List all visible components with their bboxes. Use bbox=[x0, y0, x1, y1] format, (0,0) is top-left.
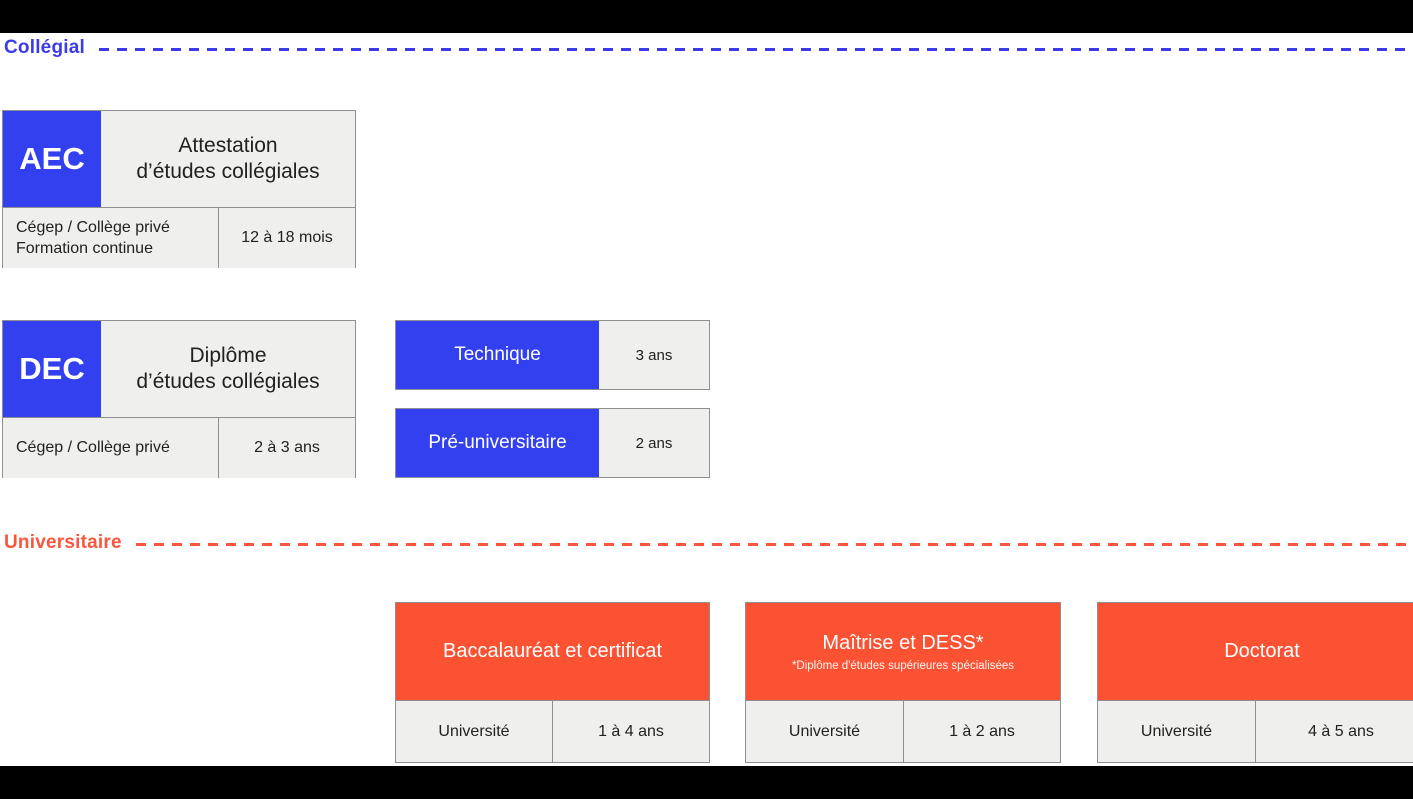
baccalaureat-institution-cell: Université bbox=[396, 701, 553, 762]
dec-title-line1: Diplôme bbox=[189, 343, 267, 367]
technique-duration: 3 ans bbox=[599, 321, 709, 389]
maitrise-title: Maîtrise et DESS* bbox=[822, 631, 984, 654]
dec-institution-line1: Cégep / Collège privé bbox=[16, 439, 170, 457]
card-doctorat: Doctorat Université 4 à 5 ans bbox=[1097, 602, 1413, 763]
aec-institution-line2: Formation continue bbox=[16, 240, 153, 257]
aec-title-line2: d’études collégiales bbox=[136, 160, 320, 183]
maitrise-subtitle: *Diplôme d'études supérieures spécialisé… bbox=[791, 659, 1015, 672]
doctorat-institution-cell: Université bbox=[1098, 701, 1256, 762]
doctorat-title: Doctorat bbox=[1224, 640, 1300, 662]
doctorat-footer: Université 4 à 5 ans bbox=[1098, 701, 1413, 762]
card-dec: DEC Diplôme d’études collégiales Cégep /… bbox=[2, 320, 356, 478]
aec-institution-cell: Cégep / Collège privé Formation continue bbox=[3, 208, 219, 268]
card-aec-header: AEC Attestation d’études collégiales bbox=[3, 111, 355, 208]
dec-institution-cell: Cégep / Collège privé bbox=[3, 418, 219, 478]
section-header-collegial: Collégial bbox=[4, 36, 1413, 60]
doctorat-header: Doctorat bbox=[1098, 603, 1413, 701]
aec-duration-cell: 12 à 18 mois bbox=[219, 208, 355, 268]
maitrise-header: Maîtrise et DESS* *Diplôme d'études supé… bbox=[746, 603, 1060, 701]
baccalaureat-title: Baccalauréat et certificat bbox=[443, 640, 662, 662]
universitaire-dashed-line bbox=[135, 542, 1413, 546]
baccalaureat-header: Baccalauréat et certificat bbox=[396, 603, 709, 701]
card-baccalaureat: Baccalauréat et certificat Université 1 … bbox=[395, 602, 710, 763]
card-technique: Technique 3 ans bbox=[395, 320, 710, 390]
baccalaureat-duration-cell: 1 à 4 ans bbox=[553, 701, 709, 762]
maitrise-footer: Université 1 à 2 ans bbox=[746, 701, 1060, 762]
aec-title: Attestation d’études collégiales bbox=[101, 111, 355, 207]
baccalaureat-footer: Université 1 à 4 ans bbox=[396, 701, 709, 762]
top-black-bar bbox=[0, 0, 1413, 33]
section-label-collegial: Collégial bbox=[4, 37, 85, 58]
technique-label: Technique bbox=[396, 321, 599, 389]
section-header-universitaire: Universitaire bbox=[4, 531, 1413, 555]
card-dec-header: DEC Diplôme d’études collégiales bbox=[3, 321, 355, 418]
aec-acronym-badge: AEC bbox=[3, 111, 101, 207]
aec-title-line1: Attestation bbox=[178, 133, 278, 157]
collegial-dashed-line bbox=[98, 47, 1413, 51]
dec-acronym-badge: DEC bbox=[3, 321, 101, 417]
maitrise-institution-cell: Université bbox=[746, 701, 904, 762]
preuniversitaire-label: Pré-universitaire bbox=[396, 409, 599, 477]
doctorat-duration-cell: 4 à 5 ans bbox=[1256, 701, 1413, 762]
preuniversitaire-duration: 2 ans bbox=[599, 409, 709, 477]
dec-title: Diplôme d’études collégiales bbox=[101, 321, 355, 417]
card-preuniversitaire: Pré-universitaire 2 ans bbox=[395, 408, 710, 478]
bottom-black-bar bbox=[0, 766, 1413, 799]
dec-title-line2: d’études collégiales bbox=[136, 370, 320, 393]
card-maitrise: Maîtrise et DESS* *Diplôme d'études supé… bbox=[745, 602, 1061, 763]
section-label-universitaire: Universitaire bbox=[4, 532, 122, 553]
aec-institution-line1: Cégep / Collège privé bbox=[16, 218, 170, 236]
card-aec: AEC Attestation d’études collégiales Cég… bbox=[2, 110, 356, 268]
dec-duration-cell: 2 à 3 ans bbox=[219, 418, 355, 478]
card-dec-footer: Cégep / Collège privé 2 à 3 ans bbox=[3, 418, 355, 478]
card-aec-footer: Cégep / Collège privé Formation continue… bbox=[3, 208, 355, 268]
maitrise-duration-cell: 1 à 2 ans bbox=[904, 701, 1060, 762]
